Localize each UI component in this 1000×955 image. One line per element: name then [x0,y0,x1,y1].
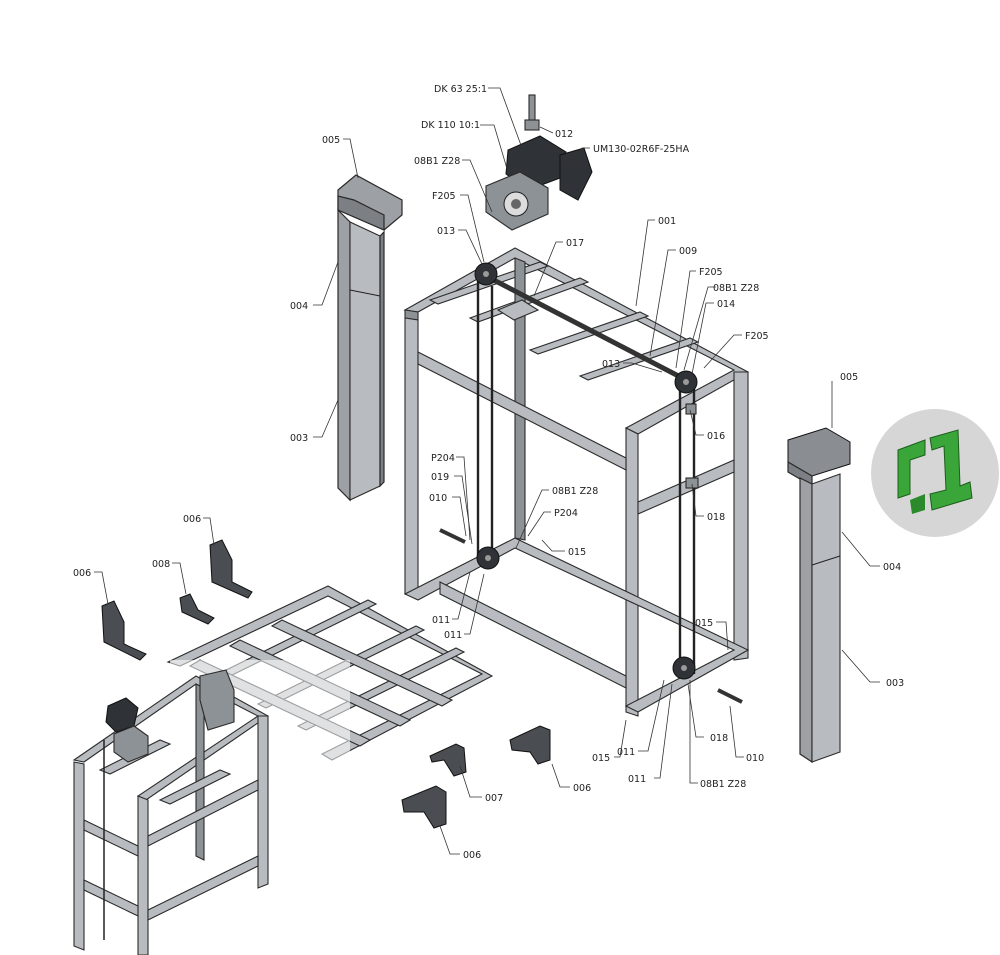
label-018-lower: 018 [710,733,728,744]
left-column-cover [337,174,403,502]
label-006-bottom: 006 [463,850,481,861]
label-08b1-bottom: 08B1 Z28 [700,779,746,790]
part-labels: DK 63 25:1 DK 110 10:1 012 UM130-02R6F-2… [73,84,904,861]
label-015-right: 015 [695,618,713,629]
label-005-right: 005 [840,372,858,383]
label-003-right: 003 [886,678,904,689]
label-f205-top: F205 [432,191,456,202]
label-007: 007 [485,793,503,804]
label-f205-mid: F205 [699,267,723,278]
label-004-right: 004 [883,562,901,573]
label-011-d: 011 [628,774,646,785]
label-017: 017 [566,238,584,249]
mounting-brackets [101,539,551,829]
label-p204-left: P204 [431,453,455,464]
label-08b1-right: 08B1 Z28 [713,283,759,294]
label-010-right: 010 [746,753,764,764]
label-014: 014 [717,299,735,310]
label-015-mid: 015 [568,547,586,558]
label-08b1-mid: 08B1 Z28 [552,486,598,497]
label-um130: UM130-02R6F-25HA [593,144,690,155]
label-p204-right: P204 [554,508,578,519]
label-001: 001 [658,216,676,227]
label-dk110: DK 110 10:1 [421,120,480,131]
drive-shaft [484,273,692,385]
label-003-left: 003 [290,433,308,444]
label-08b1-top: 08B1 Z28 [414,156,460,167]
assembled-view-thumbnail [72,669,270,955]
lift-chains [476,280,696,674]
label-018-upper: 018 [707,512,725,523]
leader-lines [94,87,880,855]
label-011-a: 011 [432,615,450,626]
label-009: 009 [679,246,697,257]
label-005-left: 005 [322,135,340,146]
label-004-left: 004 [290,301,308,312]
label-016: 016 [707,431,725,442]
sprockets [474,262,698,680]
motor-gearbox-assembly [485,94,593,231]
label-008: 008 [152,559,170,570]
company-logo-icon [871,409,999,537]
label-019: 019 [431,472,449,483]
label-006-left: 006 [73,568,91,579]
label-012: 012 [555,129,573,140]
label-011-c: 011 [617,747,635,758]
label-006-top: 006 [183,514,201,525]
label-013-right: 013 [602,359,620,370]
label-dk63: DK 63 25:1 [434,84,487,95]
right-column-cover [787,427,851,764]
label-f205-right: F205 [745,331,769,342]
label-010-left: 010 [429,493,447,504]
label-015-bottom: 015 [592,753,610,764]
label-011-b: 011 [444,630,462,641]
label-006-bottom-right: 006 [573,783,591,794]
label-013-left: 013 [437,226,455,237]
